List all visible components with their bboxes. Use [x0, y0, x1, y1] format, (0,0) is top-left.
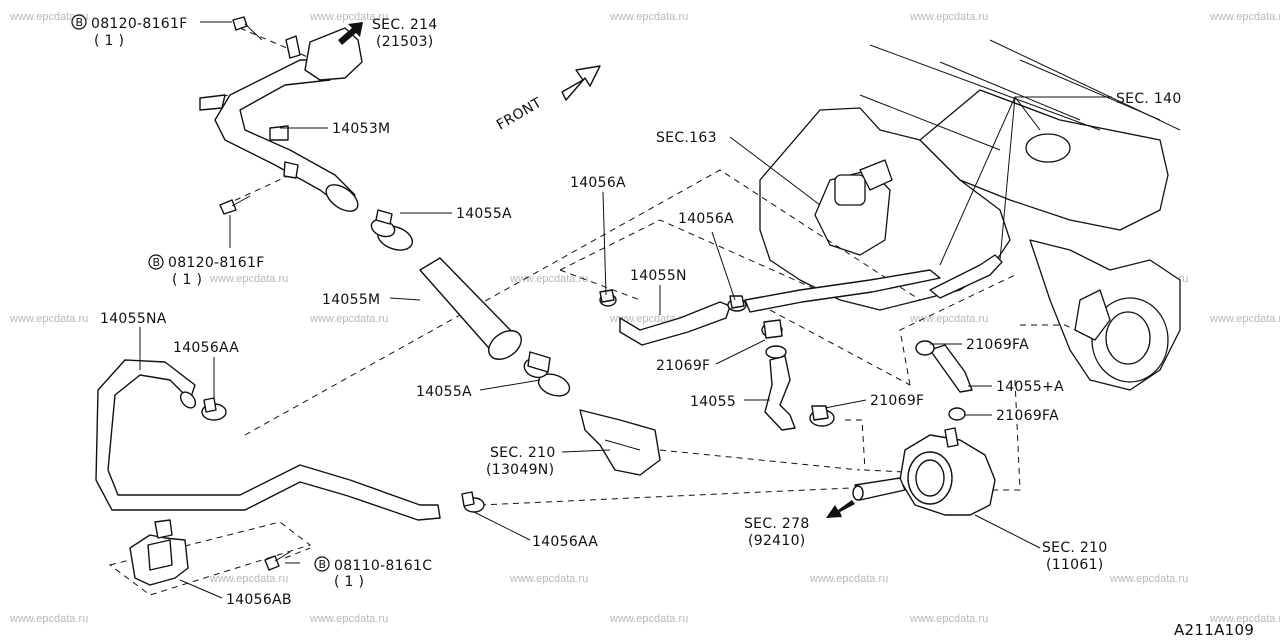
label-sec278: SEC. 278	[744, 516, 810, 532]
sec214-direction-arrow	[338, 22, 363, 45]
label-14055A-top: 14055A	[456, 206, 512, 222]
label-14053M: 14053M	[332, 121, 390, 137]
watermark: www.epcdata.ru	[509, 273, 588, 285]
watermark: www.epcdata.ru	[1209, 11, 1280, 23]
front-label: FRONT	[494, 95, 545, 134]
label-14056AA-left: 14056AA	[173, 340, 239, 356]
bolt-marker-middle: B	[148, 254, 164, 270]
watermark: www.epcdata.ru	[309, 11, 388, 23]
hose-clamp-14056AA-bottom	[461, 491, 485, 513]
label-14055plusA: 14055+A	[996, 379, 1064, 395]
hose-14055NA	[95, 359, 441, 521]
bolt-bottom	[264, 551, 291, 571]
bolt-marker-bottom: B	[314, 556, 330, 572]
part-labels: 08120-8161F ( 1 ) SEC. 214 (21503) 14053…	[91, 16, 1182, 608]
label-bolt-top: 08120-8161F	[91, 16, 188, 32]
hose-14055plusA	[929, 344, 973, 393]
hose-clamp-21069FA-upper	[915, 340, 935, 356]
bolt-top	[232, 16, 263, 41]
watermark: www.epcdata.ru	[1209, 313, 1280, 325]
watermark: www.epcdata.ru	[609, 613, 688, 625]
label-sec210-right-sub: (11061)	[1046, 557, 1104, 573]
label-21069FA-a: 21069FA	[966, 337, 1029, 353]
bolt-marker-top: B	[71, 14, 87, 30]
label-14056AA-bottom: 14056AA	[532, 534, 598, 550]
label-14056A-right: 14056A	[678, 211, 734, 227]
label-14055NA: 14055NA	[100, 311, 167, 327]
watermark: www.epcdata.ru	[209, 273, 288, 285]
hose-14055N	[619, 301, 731, 346]
label-bolt-bottom: 08110-8161C	[334, 558, 432, 574]
watermark: www.epcdata.ru	[509, 573, 588, 585]
label-14055A-middle: 14055A	[416, 384, 472, 400]
hose-clamp-14055A-top	[370, 209, 414, 251]
watermark: www.epcdata.ru	[309, 313, 388, 325]
label-bolt-top-qty: ( 1 )	[94, 33, 124, 49]
hose-clamp-21069FA-lower	[948, 407, 966, 421]
label-sec140: SEC. 140	[1116, 91, 1182, 107]
label-14055: 14055	[690, 394, 736, 410]
label-sec214-sub: (21503)	[376, 34, 434, 50]
bolt-middle	[219, 195, 251, 215]
label-bolt-bottom-qty: ( 1 )	[334, 574, 364, 590]
label-sec210-middle: SEC. 210	[490, 445, 556, 461]
label-sec214: SEC. 214	[372, 17, 438, 33]
connection-guide-lines	[108, 27, 1076, 596]
watermark: www.epcdata.ru	[609, 11, 688, 23]
hose-clamp-21069F-upper	[761, 319, 783, 339]
bolt-marker-letter: B	[319, 558, 327, 571]
watermark: www.epcdata.ru	[809, 573, 888, 585]
watermark: www.epcdata.ru	[9, 313, 88, 325]
watermark: www.epcdata.ru	[909, 613, 988, 625]
label-21069F-b: 21069F	[870, 393, 924, 409]
label-14055N: 14055N	[630, 268, 687, 284]
label-sec210-middle-sub: (13049N)	[486, 462, 554, 478]
hose-clamp-14056AA-left	[201, 397, 227, 421]
hose-clamp-21069F-lower	[809, 405, 835, 427]
elbow-connector-sec210	[579, 409, 661, 476]
label-sec210-right: SEC. 210	[1042, 540, 1108, 556]
leader-lines	[139, 21, 1112, 599]
sec278-direction-arrow	[826, 500, 855, 518]
label-14056A-left: 14056A	[570, 175, 626, 191]
label-bolt-middle: 08120-8161F	[168, 255, 265, 271]
hose-clamp-14056A-right	[727, 295, 747, 312]
watermark: www.epcdata.ru	[9, 613, 88, 625]
bracket-14056AB	[129, 519, 189, 586]
watermark: www.epcdata.ru	[909, 313, 988, 325]
bolt-marker-letter: B	[153, 256, 161, 269]
label-21069F-a: 21069F	[656, 358, 710, 374]
hose-14055	[764, 345, 796, 431]
thermostat-housing-sec210	[852, 427, 996, 516]
watermark: www.epcdata.ru	[909, 11, 988, 23]
metal-pipe-14053M	[199, 27, 363, 212]
label-sec163: SEC.163	[656, 130, 717, 146]
bolt-marker-letter: B	[76, 16, 84, 29]
hose-clamp-14055A-middle	[523, 351, 571, 397]
watermark: www.epcdata.ru	[1209, 613, 1280, 625]
label-bolt-middle-qty: ( 1 )	[172, 272, 202, 288]
engine-block-illustration	[759, 39, 1181, 391]
front-direction-indicator: FRONT	[494, 65, 601, 134]
label-14055M: 14055M	[322, 292, 380, 308]
label-14056AB: 14056AB	[226, 592, 292, 608]
watermark: www.epcdata.ru	[1109, 573, 1188, 585]
label-sec278-sub: (92410)	[748, 533, 806, 549]
catalog-code: A211A109	[1174, 621, 1254, 639]
label-21069FA-b: 21069FA	[996, 408, 1059, 424]
watermark: www.epcdata.ru	[309, 613, 388, 625]
hose-clamp-14056A-left	[599, 289, 617, 307]
watermark: www.epcdata.ru	[9, 11, 88, 23]
watermark: www.epcdata.ru	[209, 573, 288, 585]
hose-engine-upper	[744, 269, 941, 313]
hose-14055M	[419, 257, 522, 360]
